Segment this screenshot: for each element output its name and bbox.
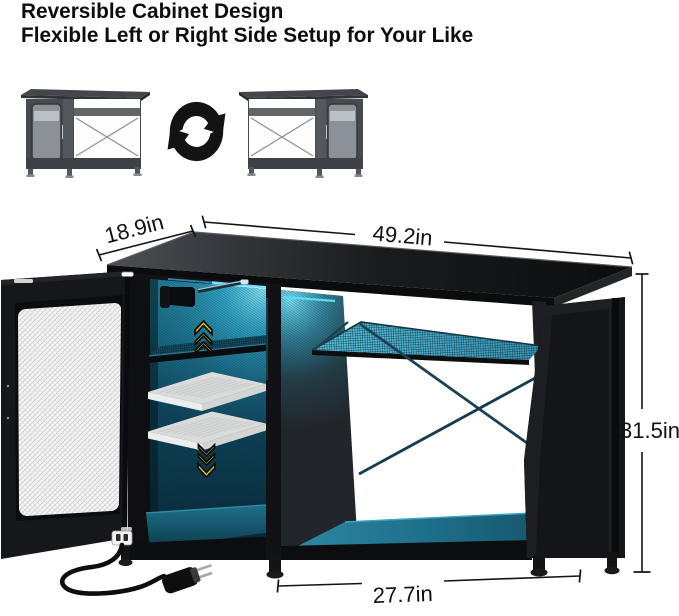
svg-text:27.7in: 27.7in <box>372 581 433 608</box>
svg-text:31.5in: 31.5in <box>620 418 679 443</box>
svg-text:49.2in: 49.2in <box>372 221 434 251</box>
svg-text:18.9in: 18.9in <box>102 209 166 248</box>
